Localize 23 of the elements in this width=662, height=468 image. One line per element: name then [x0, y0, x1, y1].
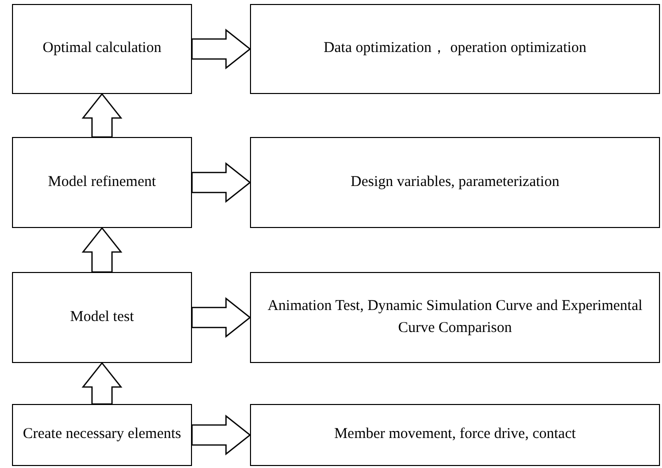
process-box — [250, 4, 660, 94]
block-arrow — [82, 226, 122, 273]
box-text: Animation Test, Dynamic Simulation Curve and Experimental Curve Comparison — [266, 296, 644, 338]
process-box — [12, 137, 192, 228]
block-arrow — [82, 362, 122, 405]
process-box — [12, 272, 192, 363]
box-text: Model refinement — [48, 172, 156, 192]
block-arrow — [191, 162, 252, 203]
box-text: Create necessary elements — [22, 425, 182, 444]
block-arrow — [191, 414, 252, 456]
block-arrow — [191, 297, 252, 338]
box-text: Optimal calculation — [42, 39, 162, 58]
box-text: Design variables, parameterization — [350, 172, 560, 192]
process-box — [12, 404, 192, 466]
block-arrow — [191, 28, 252, 70]
process-box — [12, 4, 192, 94]
process-box — [250, 137, 660, 228]
box-text: Model test — [70, 308, 134, 327]
box-text: Member movement, force drive, contact — [334, 425, 576, 444]
process-box — [250, 404, 660, 466]
process-box — [250, 272, 660, 363]
block-arrow — [82, 92, 122, 138]
box-text: Data optimization， operation optimization — [324, 39, 586, 58]
